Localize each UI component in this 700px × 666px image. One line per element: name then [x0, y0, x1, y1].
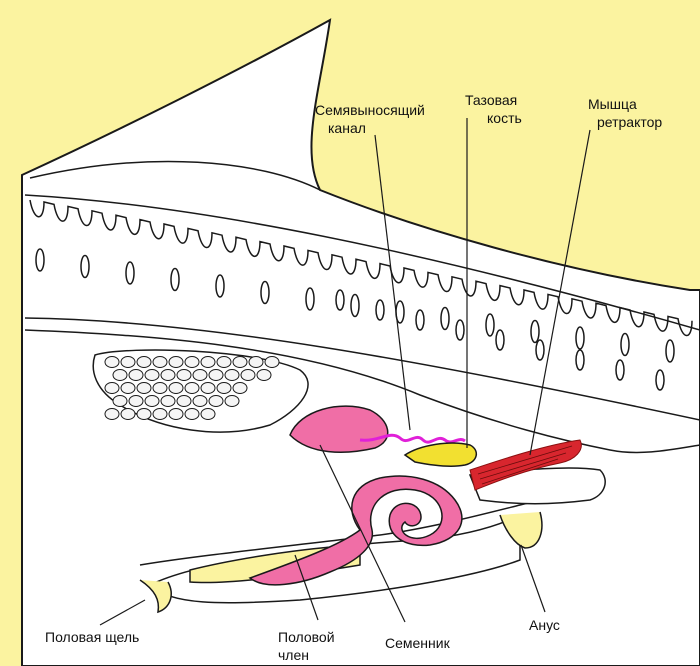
fat-cell	[208, 395, 224, 407]
vertebra-oval	[655, 369, 665, 391]
fat-cell	[232, 382, 248, 394]
vertebra-oval	[305, 287, 315, 311]
label-pelvic-bone: Тазовая кость	[465, 92, 522, 126]
fin-base-line	[29, 160, 321, 191]
pointer-penis	[294, 554, 319, 621]
fat-cell	[248, 356, 264, 368]
fat-cell	[256, 369, 272, 381]
label-genital-slit: Половая щель	[45, 629, 139, 645]
muscle-fibers	[477, 445, 573, 485]
fat-cell	[160, 395, 176, 407]
body-outline	[21, 18, 700, 666]
label-vas-deferens: Семявыносящий канал	[315, 102, 429, 136]
vertebra-oval	[170, 267, 180, 292]
fat-cell	[112, 395, 128, 407]
fat-cell	[176, 369, 192, 381]
pointer-testis	[319, 444, 406, 623]
vertebra-oval	[575, 349, 585, 371]
anal-notch	[499, 511, 543, 549]
vertebra-oval	[575, 326, 585, 350]
vertebra-oval	[455, 319, 465, 341]
fat-cell	[120, 408, 136, 420]
pointer-retractor	[529, 129, 591, 456]
vertebra-oval	[215, 274, 225, 298]
label-retractor-muscle: Мышца ретрактор	[588, 96, 662, 130]
genital-slit	[139, 579, 172, 614]
fat-cell	[152, 382, 168, 394]
fat-cell	[104, 408, 120, 420]
vertebra-oval	[375, 299, 385, 321]
spine-lower-edge	[24, 317, 700, 421]
pelvic-bone	[403, 442, 477, 467]
pointer-lines	[99, 118, 591, 626]
fat-cell	[136, 382, 152, 394]
label-anus: Анус	[529, 617, 560, 633]
fat-cell	[176, 395, 192, 407]
vertebra-oval	[620, 332, 630, 357]
fat-cell	[104, 356, 120, 368]
fat-cell	[224, 395, 240, 407]
fat-cell	[168, 382, 184, 394]
pointer-vas-deferens	[374, 134, 411, 431]
fat-cell	[184, 408, 200, 420]
fat-cell	[144, 395, 160, 407]
fat-cell	[120, 356, 136, 368]
fat-cell	[184, 356, 200, 368]
fat-cell	[168, 408, 184, 420]
vertebra-oval	[260, 280, 270, 305]
fat-cell	[136, 356, 152, 368]
penis	[248, 475, 463, 586]
fat-cell	[200, 408, 216, 420]
fat-cell	[240, 369, 256, 381]
vertebra-oval	[125, 261, 135, 285]
fat-cell	[200, 356, 216, 368]
vertebra-oval	[485, 313, 495, 337]
fat-cell	[232, 356, 248, 368]
fat-cell	[264, 356, 280, 368]
vertebra-oval	[335, 289, 345, 311]
vertebra-oval	[495, 329, 505, 351]
vertebra-oval	[535, 339, 545, 361]
fat-cell	[216, 356, 232, 368]
fat-cell	[136, 408, 152, 420]
vertebrae-group	[29, 199, 693, 391]
fat-cell	[160, 369, 176, 381]
vas-deferens	[359, 433, 466, 444]
label-testis: Семенник	[385, 635, 451, 651]
vertebra-oval	[615, 359, 625, 381]
vertebral-processes	[29, 199, 693, 337]
fat-cell	[152, 356, 168, 368]
fat-cell	[128, 395, 144, 407]
pointer-genital-slit	[99, 599, 146, 626]
fat-cell	[216, 382, 232, 394]
fat-cell	[128, 369, 144, 381]
fat-cell	[104, 382, 120, 394]
fat-cell	[200, 382, 216, 394]
fat-cell	[184, 382, 200, 394]
vertebra-oval	[80, 254, 90, 279]
fat-cell	[224, 369, 240, 381]
fat-cell	[208, 369, 224, 381]
fat-cell	[168, 356, 184, 368]
fat-cells-group	[104, 356, 280, 420]
label-penis: Половой член	[278, 629, 338, 663]
vertebra-oval	[440, 306, 450, 331]
vertebra-oval	[350, 293, 360, 318]
vertebra-oval	[665, 339, 675, 363]
body-cavity-line	[24, 329, 700, 454]
fat-cell	[152, 408, 168, 420]
fat-cell	[144, 369, 160, 381]
fat-cell	[112, 369, 128, 381]
fat-cell	[120, 382, 136, 394]
spine-upper-edge	[24, 194, 700, 331]
pointer-anus	[520, 544, 546, 613]
vertebra-oval	[530, 319, 540, 344]
vertebra-oval	[35, 248, 45, 272]
fat-cell	[192, 369, 208, 381]
fat-cell	[192, 395, 208, 407]
vertebra-oval	[415, 309, 425, 331]
